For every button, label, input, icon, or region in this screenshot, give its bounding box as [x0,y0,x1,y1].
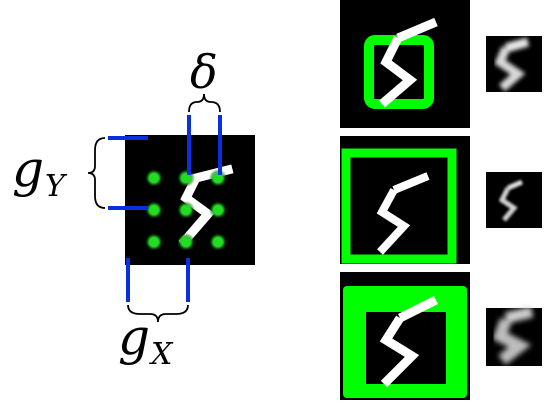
window-panel-large [340,272,470,400]
grid-point [214,174,222,182]
grid-point [150,174,158,182]
grid-point [214,206,222,214]
grid-point [182,174,190,182]
gx-brace [127,304,189,323]
window-panel-small [340,0,470,128]
delta-annotation: δ [187,45,222,175]
window-panel-medium [340,136,470,264]
attention-grid [145,169,227,251]
grid-point [150,238,158,246]
gx-label: gX [118,308,174,372]
delta-brace [188,93,221,113]
glimpse-large [486,306,542,366]
gy-brace [87,137,106,209]
delta-label: δ [190,45,218,99]
gy-annotation: gY [12,136,148,210]
gx-annotation: gX [118,258,190,372]
gy-label: gY [12,140,68,204]
grid-point [182,206,190,214]
glimpse-medium [486,172,542,228]
attention-window-medium [341,148,457,264]
grid-point [150,206,158,214]
grid-point [182,238,190,246]
glimpse-small [486,36,542,92]
grid-point [214,238,222,246]
